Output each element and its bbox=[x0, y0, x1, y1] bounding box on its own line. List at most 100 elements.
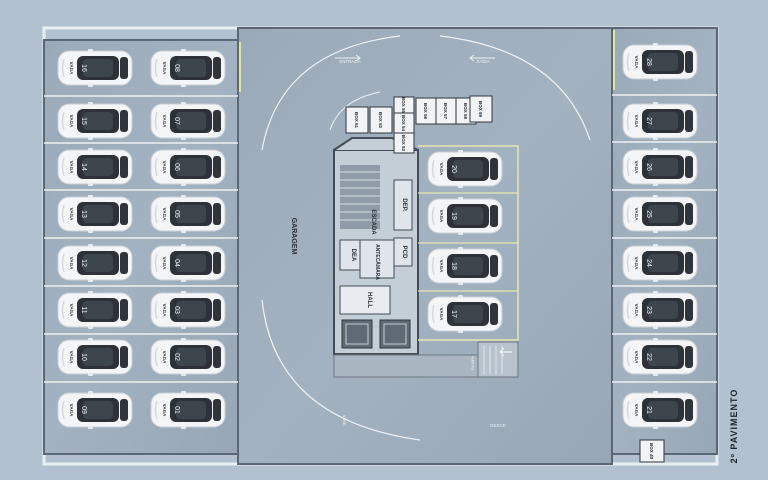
spot-label: VAGA bbox=[439, 260, 444, 273]
box-57: BOX 57 bbox=[435, 97, 457, 125]
antecamara-label: ANTECÂMARA bbox=[374, 244, 381, 280]
spot-number: 03 bbox=[173, 306, 180, 314]
svg-text:BOX 57: BOX 57 bbox=[443, 103, 448, 120]
box-51: BOX 51 bbox=[345, 106, 369, 134]
spot-label: VAGA bbox=[69, 208, 74, 221]
spot-number: 08 bbox=[173, 64, 180, 72]
spot-number: 04 bbox=[173, 259, 180, 267]
spot-number: 05 bbox=[173, 210, 180, 218]
parking-spot-18: VAGA 18 bbox=[427, 246, 503, 286]
spot-number: 27 bbox=[645, 117, 652, 125]
spot-number: 10 bbox=[80, 353, 87, 361]
svg-text:BOX 55: BOX 55 bbox=[401, 97, 406, 114]
spot-number: 25 bbox=[645, 210, 652, 218]
spot-label: VAGA bbox=[439, 210, 444, 223]
svg-text:BOX 58: BOX 58 bbox=[463, 103, 468, 120]
hall-label: HALL bbox=[366, 292, 372, 308]
svg-text:BOX 56: BOX 56 bbox=[423, 103, 428, 120]
spot-label: VAGA bbox=[634, 56, 639, 69]
spot-number: 18 bbox=[450, 262, 457, 270]
spot-number: 26 bbox=[645, 163, 652, 171]
parking-spot-05: VAGA 05 bbox=[150, 194, 226, 234]
pcd-label: PCD bbox=[401, 246, 407, 259]
spot-label: VAGA bbox=[634, 161, 639, 174]
spot-number: 23 bbox=[645, 306, 652, 314]
spot-label: VAGA bbox=[69, 257, 74, 270]
spot-label: VAGA bbox=[69, 161, 74, 174]
parking-spot-22: VAGA 22 bbox=[622, 337, 698, 377]
parking-spot-28: VAGA 28 bbox=[622, 42, 698, 82]
svg-text:BOX 53: BOX 53 bbox=[401, 135, 406, 152]
spot-number: 20 bbox=[450, 165, 457, 173]
exit-arrow-icon bbox=[469, 54, 495, 62]
box-52: BOX 52 bbox=[369, 106, 393, 134]
parking-spot-27: VAGA 27 bbox=[622, 101, 698, 141]
spot-number: 21 bbox=[645, 406, 652, 414]
spot-number: 09 bbox=[80, 406, 87, 414]
entrada-label: ENTRADA bbox=[339, 59, 361, 64]
spot-label: VAGA bbox=[634, 404, 639, 417]
escada-label: ESCADA bbox=[370, 209, 376, 235]
saida-label: SAÍDA bbox=[476, 58, 490, 64]
parking-spot-20: VAGA 20 bbox=[427, 149, 503, 189]
svg-text:BOX 59: BOX 59 bbox=[478, 101, 483, 118]
svg-text:BOX 52: BOX 52 bbox=[378, 112, 383, 129]
parking-spot-08: VAGA 08 bbox=[150, 48, 226, 88]
spot-number: 22 bbox=[645, 353, 652, 361]
spot-number: 14 bbox=[80, 163, 87, 171]
parking-spot-13: VAGA 13 bbox=[57, 194, 133, 234]
spot-label: VAGA bbox=[69, 404, 74, 417]
parking-spot-14: VAGA 14 bbox=[57, 147, 133, 187]
rampa-label: RAMPA bbox=[470, 356, 475, 370]
dea-label: DEA bbox=[350, 249, 356, 262]
spot-number: 06 bbox=[173, 163, 180, 171]
spot-label: VAGA bbox=[634, 351, 639, 364]
spot-number: 11 bbox=[80, 306, 87, 313]
box-56: BOX 56 bbox=[415, 97, 437, 125]
spot-number: 16 bbox=[80, 64, 87, 72]
spot-number: 28 bbox=[645, 58, 652, 66]
parking-spot-26: VAGA 26 bbox=[622, 147, 698, 187]
spot-number: 24 bbox=[645, 259, 652, 267]
spot-number: 07 bbox=[173, 117, 180, 125]
spot-number: 01 bbox=[173, 406, 180, 414]
spot-label: VAGA bbox=[162, 304, 167, 317]
parking-spot-16: VAGA 16 bbox=[57, 48, 133, 88]
dep-label: DEP. bbox=[401, 198, 407, 212]
spot-label: VAGA bbox=[69, 115, 74, 128]
spot-label: VAGA bbox=[634, 115, 639, 128]
parking-spot-21: VAGA 21 bbox=[622, 390, 698, 430]
spot-number: 12 bbox=[80, 259, 87, 267]
spot-label: VAGA bbox=[69, 304, 74, 317]
spot-label: VAGA bbox=[439, 163, 444, 176]
spot-label: VAGA bbox=[69, 62, 74, 75]
spot-number: 13 bbox=[80, 210, 87, 218]
box-55: BOX 55 bbox=[393, 96, 415, 114]
parking-spot-23: VAGA 23 bbox=[622, 290, 698, 330]
spot-label: VAGA bbox=[162, 208, 167, 221]
parking-spot-03: VAGA 03 bbox=[150, 290, 226, 330]
spot-number: 17 bbox=[450, 310, 457, 318]
svg-text:BOX 40: BOX 40 bbox=[649, 443, 654, 460]
spot-label: VAGA bbox=[162, 115, 167, 128]
garagem-label: GARAGEM bbox=[290, 218, 297, 255]
box-54: BOX 54 bbox=[393, 112, 415, 134]
spot-label: VAGA bbox=[69, 351, 74, 364]
parking-spot-09: VAGA 09 bbox=[57, 390, 133, 430]
spot-label: VAGA bbox=[162, 62, 167, 75]
svg-text:BOX 51: BOX 51 bbox=[354, 112, 359, 129]
spot-label: VAGA bbox=[634, 304, 639, 317]
parking-spot-12: VAGA 12 bbox=[57, 243, 133, 283]
